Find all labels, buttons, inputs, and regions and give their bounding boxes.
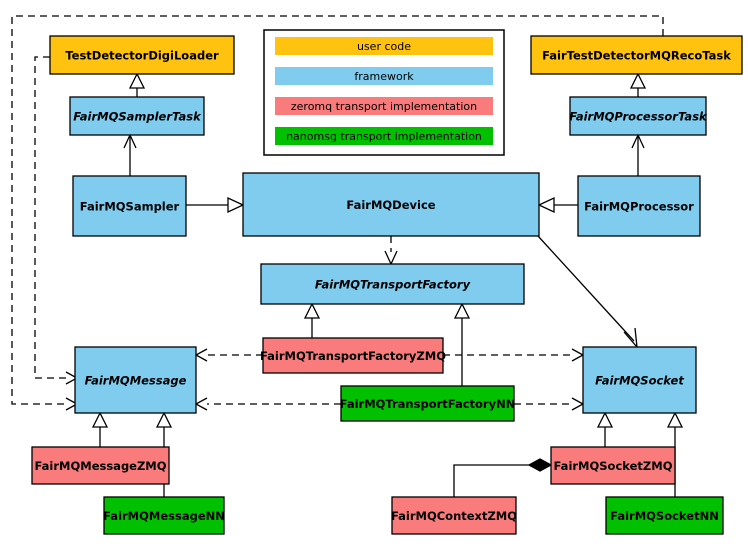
class-box-fill	[31, 446, 170, 485]
class-box-fill	[72, 175, 187, 237]
class-box-fairmqsocket[interactable]: FairMQSocket	[582, 346, 697, 414]
class-name-label: FairMQMessageZMQ	[34, 459, 166, 473]
legend-item-nanomsg: nanomsg transport implementation	[275, 127, 493, 145]
class-name-label: FairMQTransportFactory	[315, 278, 471, 292]
edge-contextzmq-to-socketzmq	[453, 458, 553, 497]
class-name-label: FairMQSocket	[595, 374, 684, 388]
legend-item-user-code: user code	[275, 37, 493, 55]
legend: user code framework zeromq transport imp…	[263, 29, 505, 156]
class-box-fill	[260, 263, 525, 305]
class-name-label: FairMQMessageNN	[103, 509, 225, 523]
class-box-fairtestdetectormqrecotask[interactable]: FairTestDetectorMQRecoTask	[530, 35, 743, 75]
legend-swatch-user-code	[275, 37, 493, 55]
legend-swatch-zeromq	[275, 97, 493, 115]
class-name-label: FairMQDevice	[346, 198, 435, 212]
edge-tfzmq-to-socket	[443, 348, 585, 362]
edge-device-to-transportfactory	[384, 236, 398, 266]
class-name-label: FairMQSocketZMQ	[554, 459, 673, 473]
class-box-fairmqmessagenn[interactable]: FairMQMessageNN	[103, 496, 225, 535]
class-box-fairmqmessage[interactable]: FairMQMessage	[74, 346, 197, 414]
class-box-fill	[74, 346, 197, 414]
class-box-fairmqtransportfactoryzmq[interactable]: FairMQTransportFactoryZMQ	[260, 337, 446, 374]
legend-label-user-code: user code	[357, 40, 411, 53]
class-box-fairmqsampler[interactable]: FairMQSampler	[72, 175, 187, 237]
class-box-fill	[577, 175, 701, 237]
class-box-fill	[242, 172, 540, 237]
class-box-fill	[340, 385, 515, 422]
legend-swatch-framework	[275, 67, 493, 85]
class-box-fairmqprocessor[interactable]: FairMQProcessor	[577, 175, 701, 237]
edge-sampler-to-device	[186, 196, 245, 214]
edge-tfnn-to-message	[194, 397, 341, 411]
legend-item-framework: framework	[275, 67, 493, 85]
class-box-fairmqcontextzmq[interactable]: FairMQContextZMQ	[391, 496, 517, 535]
class-box-fill	[49, 35, 235, 75]
class-name-label: FairMQTransportFactoryNN	[340, 397, 516, 411]
edge-tfzmq-to-transportfactory	[303, 302, 321, 338]
class-box-fairmqprocessortask[interactable]: FairMQProcessorTask	[569, 96, 708, 136]
class-box-fairmqdevice[interactable]: FairMQDevice	[242, 172, 540, 237]
class-box-fill	[262, 337, 444, 374]
class-box-fairmqtransportfactory[interactable]: FairMQTransportFactory	[260, 263, 525, 305]
class-box-fairmqsocketnn[interactable]: FairMQSocketNN	[605, 496, 724, 535]
class-name-label: FairMQContextZMQ	[391, 509, 517, 523]
edge-processor-to-processortask	[631, 133, 645, 176]
edge-processor-to-device	[537, 196, 578, 214]
edge-samplertask-to-digiloader	[128, 72, 146, 97]
class-box-fill	[530, 35, 743, 75]
class-box-fairmqsocketzmq[interactable]: FairMQSocketZMQ	[550, 446, 676, 485]
class-box-fill	[550, 446, 676, 485]
legend-swatch-nanomsg	[275, 127, 493, 145]
class-name-label: TestDetectorDigiLoader	[65, 49, 219, 63]
class-name-label: FairTestDetectorMQRecoTask	[542, 49, 731, 63]
edge-tfnn-to-transportfactory	[453, 302, 471, 386]
class-box-fairmqmessagezmq[interactable]: FairMQMessageZMQ	[31, 446, 170, 485]
node-layer: TestDetectorDigiLoaderFairMQSamplerTaskF…	[31, 35, 743, 535]
legend-label-framework: framework	[354, 70, 414, 83]
class-box-fill	[582, 346, 697, 414]
class-name-label: FairMQProcessorTask	[569, 110, 708, 124]
edge-sampler-to-samplertask	[123, 133, 137, 176]
edge-messagezmq-to-message	[91, 411, 109, 447]
class-box-testdetectordigiloader[interactable]: TestDetectorDigiLoader	[49, 35, 235, 75]
legend-label-nanomsg: nanomsg transport implementation	[286, 130, 482, 143]
class-box-fairmqtransportfactorynn[interactable]: FairMQTransportFactoryNN	[340, 385, 516, 422]
edge-socketzmq-to-socket	[596, 411, 614, 447]
edge-processortask-to-recotask	[629, 72, 647, 97]
class-box-fairmqsamplertask[interactable]: FairMQSamplerTask	[69, 96, 205, 136]
class-box-fill	[605, 496, 724, 535]
class-name-label: FairMQMessage	[85, 374, 187, 388]
class-name-label: FairMQSamplerTask	[73, 110, 202, 124]
class-box-fill	[569, 96, 707, 136]
class-name-label: FairMQSocketNN	[610, 509, 719, 523]
edge-tfnn-to-socket	[514, 397, 585, 411]
class-name-label: FairMQProcessor	[584, 200, 694, 214]
legend-item-zeromq: zeromq transport implementation	[275, 97, 493, 115]
class-name-label: FairMQTransportFactoryZMQ	[260, 349, 446, 363]
class-box-fill	[69, 96, 205, 136]
edge-tfzmq-to-message	[194, 348, 263, 362]
class-name-label: FairMQSampler	[80, 200, 180, 214]
class-box-fill	[103, 496, 225, 535]
class-box-fill	[391, 496, 517, 535]
legend-label-zeromq: zeromq transport implementation	[291, 100, 477, 113]
edge-device-to-socket	[537, 235, 638, 349]
